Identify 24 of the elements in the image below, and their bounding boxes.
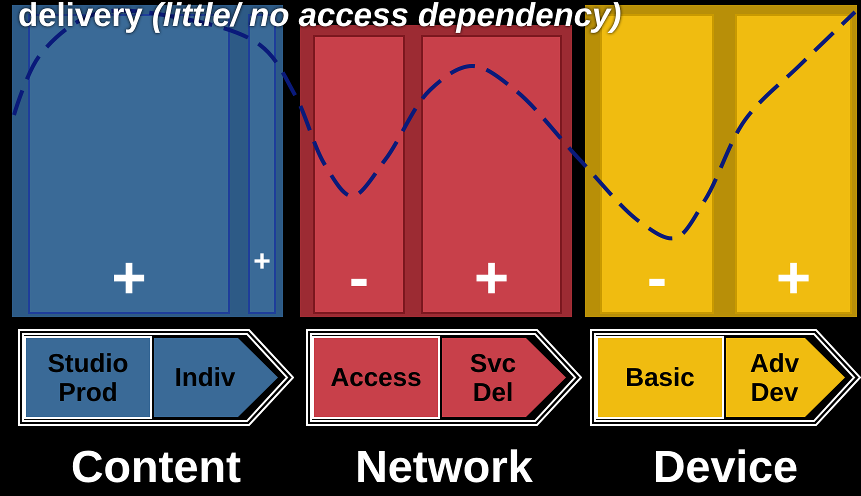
- sign-label: +: [774, 246, 812, 309]
- chevron-segment: [598, 338, 722, 417]
- chevron-segment: [26, 338, 150, 417]
- section-label: Device: [652, 443, 800, 490]
- bar-panel: [313, 35, 405, 314]
- segment-label: Access: [330, 363, 422, 392]
- sign-label: +: [252, 246, 272, 278]
- chevron-segment: [314, 338, 438, 417]
- chevron-frame: [590, 329, 861, 426]
- section-label: Network: [354, 443, 534, 490]
- bar-panel: [735, 14, 852, 314]
- chevron-frame: [306, 329, 582, 426]
- chevron-frame: [18, 329, 294, 426]
- section-label: Content: [70, 443, 242, 490]
- sign-label: +: [472, 246, 510, 309]
- segment-label: Indiv: [174, 363, 236, 392]
- segment-label: Svc Del: [470, 348, 516, 406]
- segment-label: Adv Dev: [750, 348, 800, 406]
- bar-panel: [421, 35, 562, 314]
- segment-label: Basic: [625, 363, 695, 392]
- sign-label: -: [348, 246, 370, 309]
- sign-label: +: [110, 246, 148, 309]
- segment-label: Studio Prod: [48, 348, 128, 406]
- sign-label: -: [646, 246, 668, 309]
